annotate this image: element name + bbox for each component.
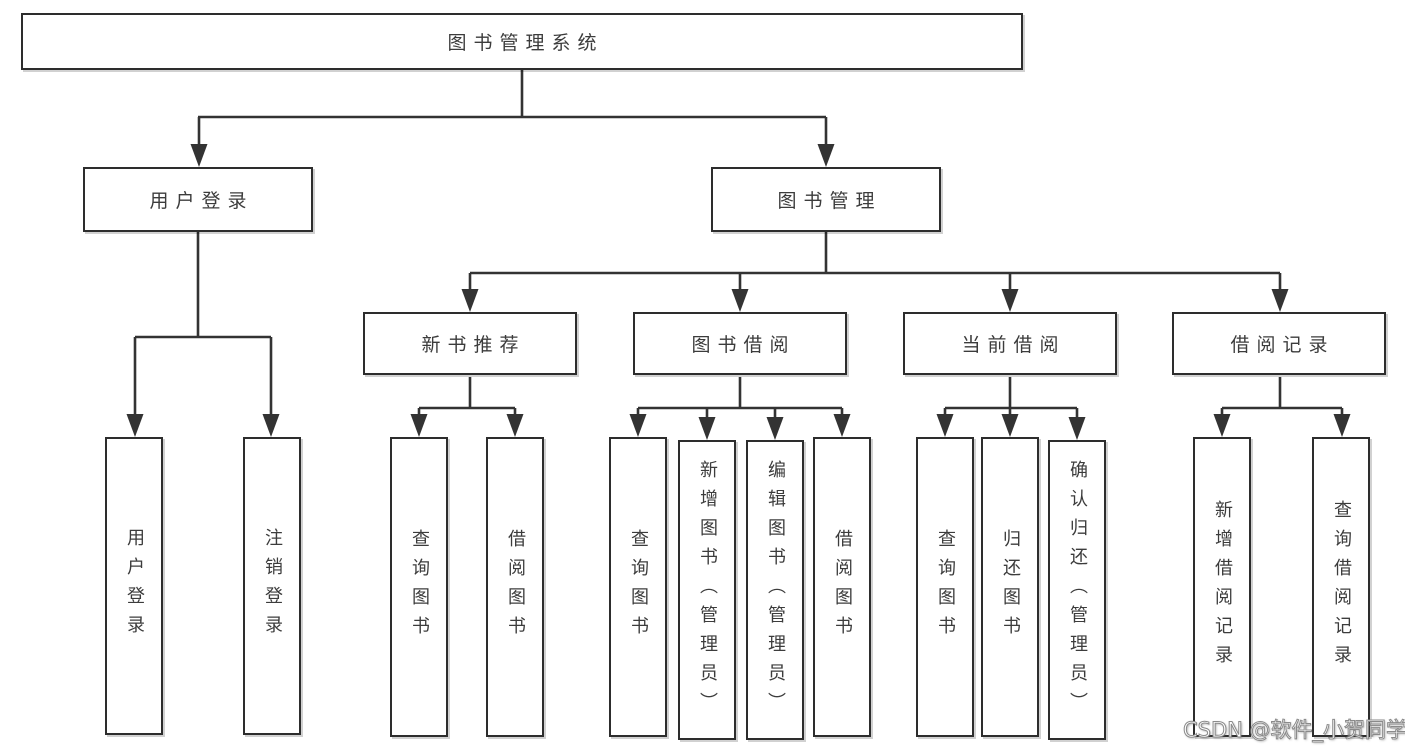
- node-current-borrow: 当前借阅: [903, 312, 1117, 375]
- leaf-edit-book-admin: 编辑图书（管理员）: [746, 440, 804, 740]
- leaf-search-books-recommend: 查询图书: [390, 437, 448, 737]
- leaf-search-books-borrow: 查询图书: [609, 437, 667, 737]
- arrowhead-icons: [126, 144, 1351, 440]
- csdn-watermark: CSDN @软件_小贺同学: [1182, 718, 1405, 743]
- node-new-book-recommend: 新书推荐: [363, 312, 577, 375]
- node-book-management: 图书管理: [711, 167, 941, 232]
- leaf-search-borrow-record: 查询借阅记录: [1312, 437, 1370, 737]
- node-book-borrow: 图书借阅: [633, 312, 847, 375]
- leaf-user-login: 用户登录: [105, 437, 163, 735]
- node-library-system: 图书管理系统: [21, 13, 1023, 70]
- leaf-add-borrow-record: 新增借阅记录: [1193, 437, 1251, 737]
- leaf-logout-login: 注销登录: [243, 437, 301, 735]
- leaf-add-book-admin: 新增图书（管理员）: [678, 440, 736, 740]
- leaf-confirm-return-admin: 确认归还（管理员）: [1048, 440, 1106, 740]
- node-user-login: 用户登录: [83, 167, 313, 232]
- leaf-search-books-current: 查询图书: [916, 437, 974, 737]
- node-borrow-records: 借阅记录: [1172, 312, 1386, 375]
- leaf-borrow-books-recommend: 借阅图书: [486, 437, 544, 737]
- leaf-return-books: 归还图书: [981, 437, 1039, 737]
- leaf-borrow-books-borrow: 借阅图书: [813, 437, 871, 737]
